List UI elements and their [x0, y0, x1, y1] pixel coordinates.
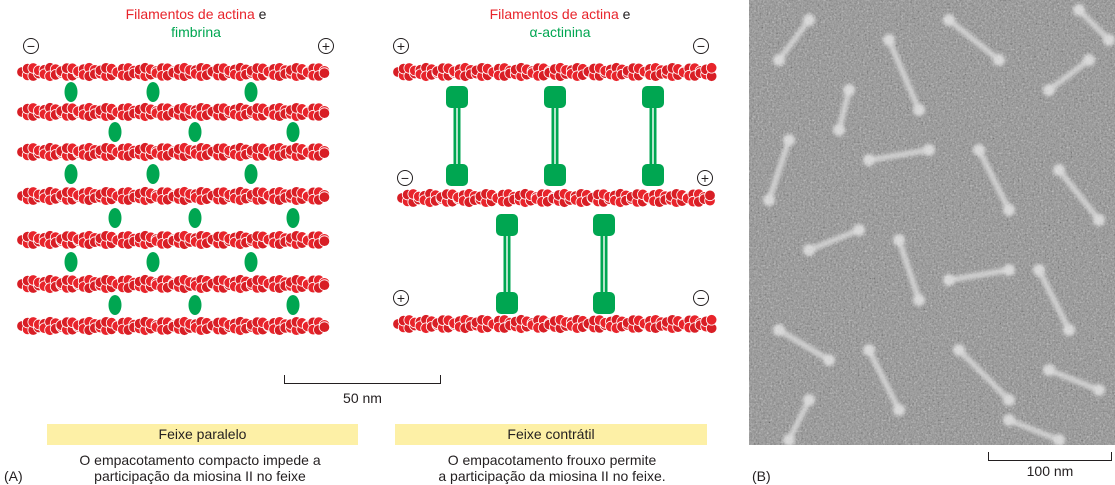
alpha-actinin-lower-1 — [496, 214, 518, 314]
actin-bundles-diagram — [16, 62, 718, 336]
left-diagram-title: Filamentos de actina e — [96, 6, 296, 22]
fimbrin-crosslink-4-2 — [188, 208, 202, 228]
actin-filament-contractile-bottom — [392, 314, 718, 334]
fimbrin-crosslink-4-1 — [108, 208, 122, 228]
fimbrin-crosslink-1-1 — [64, 82, 78, 102]
parallel-bundle-band: Feixe paralelo — [47, 424, 358, 445]
fimbrin-crosslink-1-2 — [146, 82, 160, 102]
fimbrin-crosslink-6-3 — [286, 295, 300, 315]
actin-filament-parallel-5 — [16, 230, 331, 250]
fimbrin-crosslink-6-1 — [108, 295, 122, 315]
actin-filament-contractile-middle — [396, 188, 716, 208]
right-title-conj: e — [622, 6, 631, 22]
right-caption-line-1: O empacotamento frouxo permite — [447, 452, 657, 468]
panel-b-label: (B) — [752, 468, 771, 484]
actin-filament-parallel-7 — [16, 316, 331, 336]
minus-sign-top-filament-right: − — [693, 38, 709, 54]
alpha-actinin-upper-3 — [642, 86, 664, 186]
left-caption-line-2: participação da miosina II no feixe — [94, 468, 306, 484]
fimbrin-crosslink-6-2 — [188, 295, 202, 315]
contractile-bundle-band: Feixe contrátil — [395, 424, 707, 445]
left-title-fimbrin: fimbrina — [171, 24, 221, 40]
fimbrin-crosslink-5-2 — [146, 252, 160, 272]
minus-sign-left-bundle-left: − — [23, 38, 39, 54]
minus-sign-middle-filament-left: − — [397, 170, 413, 186]
alpha-actinin-upper-1 — [446, 86, 468, 186]
minus-sign-bottom-filament-right: − — [693, 290, 709, 306]
scale-label-100nm: 100 nm — [1026, 463, 1074, 479]
actin-filament-parallel-6 — [16, 274, 331, 294]
right-diagram-title: Filamentos de actina e — [460, 6, 660, 22]
fimbrin-crosslink-3-3 — [244, 164, 258, 184]
right-title-alpha-actinin: α-actinina — [529, 24, 591, 40]
actin-filament-parallel-3 — [16, 142, 331, 162]
plus-sign-middle-filament-right: + — [697, 170, 713, 186]
actin-filament-contractile-top — [392, 62, 718, 82]
left-caption-line-1: O empacotamento compacto impede a — [79, 452, 321, 468]
fimbrin-crosslink-2-3 — [286, 122, 300, 142]
scale-label-50nm: 50 nm — [343, 390, 382, 406]
alpha-actinin-upper-2 — [544, 86, 566, 186]
fimbrin-crosslink-2-1 — [108, 122, 122, 142]
scale-bar-50nm — [284, 375, 441, 384]
fimbrin-crosslink-2-2 — [188, 122, 202, 142]
plus-sign-top-filament-left: + — [393, 38, 409, 54]
right-caption-line-2: a participação da miosina II no feixe. — [438, 468, 666, 484]
actin-filament-parallel-2 — [16, 102, 331, 122]
fimbrin-crosslink-3-2 — [146, 164, 160, 184]
panel-a-label: (A) — [4, 468, 23, 484]
alpha-actinin-lower-2 — [593, 214, 615, 314]
fimbrin-crosslink-5-3 — [244, 252, 258, 272]
fimbrin-crosslink-5-1 — [64, 252, 78, 272]
fimbrin-crosslink-4-3 — [286, 208, 300, 228]
actin-filament-parallel-4 — [16, 186, 331, 206]
electron-micrograph — [749, 0, 1115, 446]
scale-bar-100nm — [988, 452, 1112, 461]
fimbrin-crosslink-1-3 — [244, 82, 258, 102]
plus-sign-bottom-filament-left: + — [393, 290, 409, 306]
left-title-conj: e — [258, 6, 267, 22]
actin-filament-parallel-1 — [16, 62, 331, 82]
right-title-actin: Filamentos de actina — [489, 6, 619, 22]
fimbrin-crosslink-3-1 — [64, 164, 78, 184]
plus-sign-left-bundle-right: + — [318, 38, 334, 54]
left-title-actin: Filamentos de actina — [125, 6, 255, 22]
